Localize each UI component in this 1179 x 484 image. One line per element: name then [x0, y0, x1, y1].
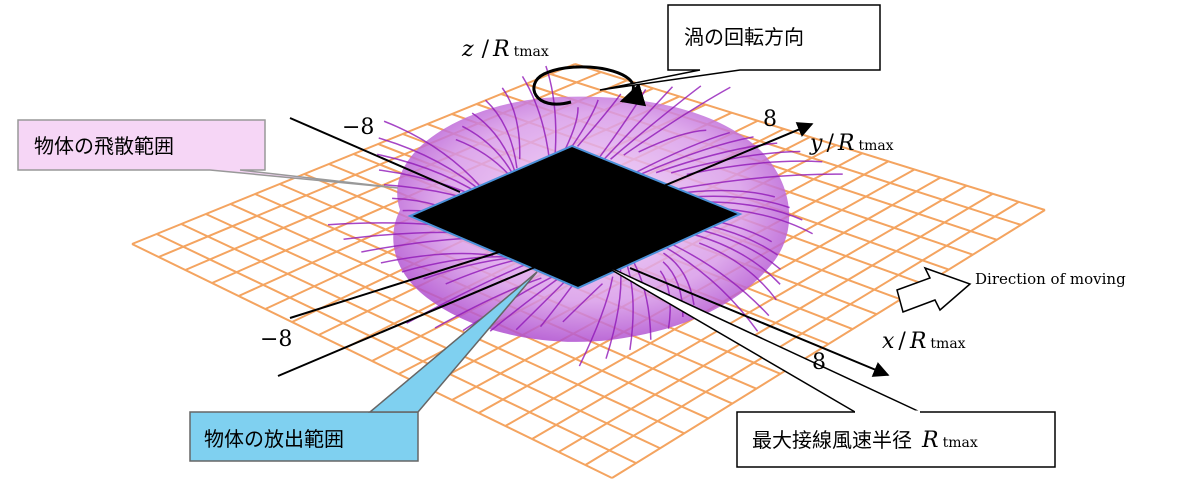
- y-axis-label: y / R tmax: [809, 131, 894, 156]
- scatter-streak: [623, 86, 731, 156]
- scatter-streak: [380, 252, 494, 264]
- grid-line: [558, 192, 994, 453]
- grid-line: [531, 184, 968, 440]
- release-square: [407, 144, 743, 290]
- scatter-streak: [610, 85, 702, 160]
- scatter-streak: [641, 136, 754, 175]
- scatter-range-label: 物体の飛散範囲: [34, 134, 174, 158]
- tick-neg8-y: −8: [342, 115, 374, 140]
- scatter-streak: [598, 86, 674, 165]
- tick-pos8-x: 8: [812, 350, 826, 375]
- max-radius-callout: 最大接線風速半径 R tmax: [597, 261, 1056, 468]
- moving-direction-label: Direction of moving: [975, 270, 1126, 288]
- y-axis-line: [629, 122, 814, 201]
- scatter-streak: [655, 142, 778, 174]
- x-axis-line: [629, 267, 890, 377]
- scatter-streak: [686, 160, 823, 176]
- grid-line: [574, 63, 1046, 211]
- max-radius-label: 最大接線風速半径 R tmax: [752, 428, 978, 453]
- scatter-streak: [693, 233, 781, 285]
- y-axis-neg-line: [289, 117, 461, 193]
- radius-lines: [277, 247, 541, 377]
- vortex-rotation-callout: 渦の回転方向: [599, 4, 881, 91]
- scatter-streak: [562, 283, 604, 323]
- scatter-streak: [638, 129, 707, 153]
- curved-arrow-icon: [532, 65, 647, 107]
- scatter-streak: [576, 93, 622, 147]
- tick-pos8-y: 8: [763, 107, 777, 132]
- scatter-streak: [661, 244, 759, 332]
- tick-neg8-x: −8: [260, 327, 292, 352]
- vortex-rotation-label: 渦の回転方向: [684, 25, 804, 49]
- scatter-streak: [628, 131, 730, 177]
- release-range-label: 物体の放出範囲: [204, 427, 344, 451]
- scatter-streak: [471, 112, 518, 178]
- scatter-streak: [578, 276, 614, 367]
- scatter-streak: [663, 252, 695, 305]
- scatter-range-callout: 物体の飛散範囲: [17, 119, 399, 189]
- grid-line: [611, 209, 1046, 479]
- scatter-streak: [484, 99, 518, 169]
- scatter-streak: [670, 150, 801, 174]
- scatter-streak: [657, 173, 843, 194]
- release-range-callout: 物体の放出範囲: [189, 271, 538, 462]
- x-axis-label: x / R tmax: [882, 329, 966, 354]
- axes: [289, 117, 890, 377]
- scatter-streak: [501, 87, 521, 160]
- scatter-streak: [605, 269, 622, 359]
- scatter-streak: [698, 242, 777, 301]
- hollow-arrow-icon: [896, 266, 972, 313]
- scatter-streak: [625, 261, 634, 350]
- grid-line: [584, 201, 1020, 466]
- z-axis-label: z / R tmax: [461, 37, 549, 62]
- scatter-streak: [434, 277, 542, 329]
- scatter-streak: [383, 120, 482, 188]
- scatter-streak: [401, 256, 509, 273]
